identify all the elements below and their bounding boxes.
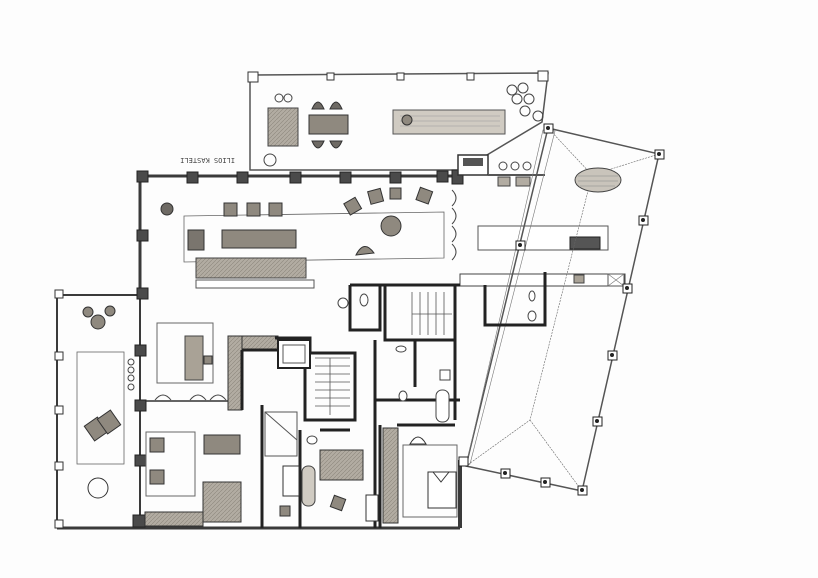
core-walls: [260, 272, 547, 528]
elevator: [277, 339, 311, 369]
north-terrace: ILIOS KASTELI: [180, 70, 549, 171]
terrace-dining-table: [308, 114, 349, 135]
columns: [132, 169, 464, 528]
bathroom-2: [264, 411, 300, 517]
desk: [184, 335, 204, 381]
walk-in-closet-r: [382, 427, 399, 524]
kitchen: [457, 154, 626, 287]
west-terrace: [54, 289, 135, 529]
bedroom-2: [319, 449, 379, 522]
wet-rooms: [301, 290, 537, 507]
coffee-table: [221, 229, 297, 249]
lounge-sofa: [267, 107, 299, 147]
study: [145, 322, 230, 402]
bed: [202, 481, 242, 523]
round-side-table: [380, 215, 402, 237]
east-terrace: [458, 123, 665, 496]
oval-dining-table: [574, 167, 622, 193]
sectional-sofa: [195, 257, 307, 279]
bed: [319, 449, 364, 481]
main-stairs: [315, 292, 452, 415]
terrace-bar-table: [392, 109, 506, 135]
master-bedroom: [402, 436, 458, 518]
bed: [427, 471, 457, 509]
cooktop: [569, 236, 601, 250]
annotation-label: ILIOS KASTELI: [180, 156, 235, 164]
bedroom-3: [144, 431, 242, 527]
living-room: [160, 186, 457, 289]
walk-in-closet-l: [227, 335, 279, 411]
